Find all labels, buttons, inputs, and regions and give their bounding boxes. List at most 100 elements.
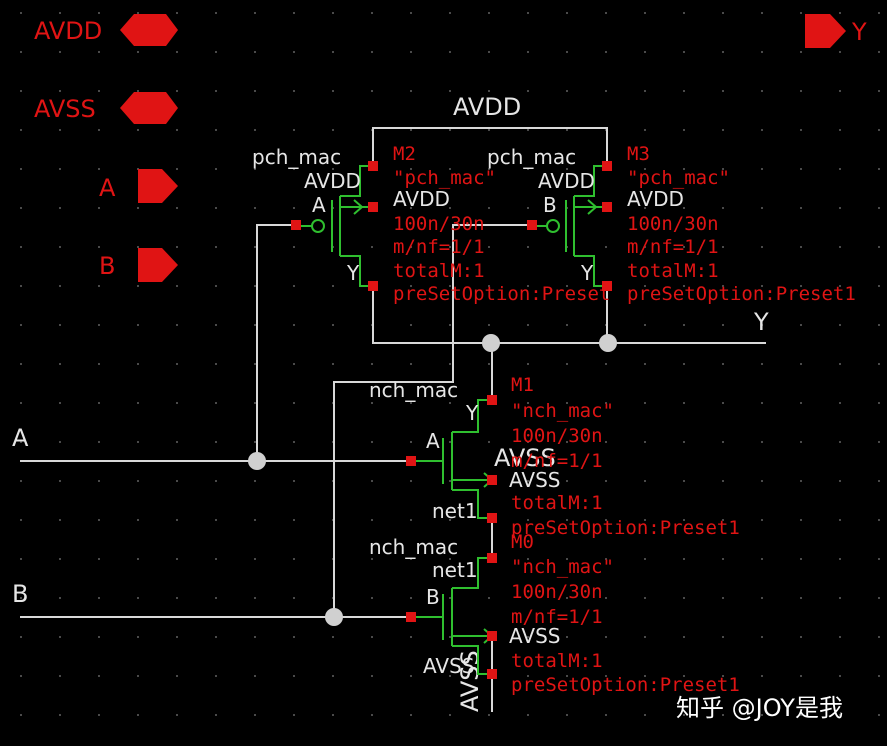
m3-drain-pin[interactable] [602, 281, 612, 291]
grid-dot [98, 324, 100, 326]
m3-bulk-pin[interactable] [602, 202, 612, 212]
grid-dot [176, 558, 178, 560]
grid-dot [878, 441, 880, 443]
grid-dot [644, 558, 646, 560]
device-m0[interactable]: nch_mac net1 B AVSS AVSS M0 "nch_mac" 10… [369, 531, 740, 696]
grid-dot [566, 597, 568, 599]
m0-source-pin[interactable] [487, 669, 497, 679]
m3-gate-pin[interactable] [527, 220, 537, 230]
m0-gate-pin[interactable] [406, 612, 416, 622]
junction-b[interactable] [325, 608, 343, 626]
wire-a-to-m2-gate[interactable] [256, 224, 296, 461]
m1-gate-pin[interactable] [406, 456, 416, 466]
grid-dot [20, 636, 22, 638]
grid-dot [839, 363, 841, 365]
m3-source-pin[interactable] [602, 161, 612, 171]
m0-drain-pin[interactable] [487, 553, 497, 563]
grid-dot [878, 51, 880, 53]
grid-dots [20, 12, 880, 716]
grid-dot [98, 285, 100, 287]
grid-dot [410, 246, 412, 248]
wire-avdd-rail[interactable] [372, 127, 608, 166]
grid-dot [410, 324, 412, 326]
grid-dot [410, 51, 412, 53]
m1-gate-label: A [426, 429, 440, 453]
grid-dot [293, 285, 295, 287]
net-label-avss-vertical: AVSS [456, 650, 484, 712]
grid-dot [722, 285, 724, 287]
junction-a[interactable] [248, 452, 266, 470]
grid-dot [137, 207, 139, 209]
grid-dot [761, 168, 763, 170]
grid-dot [839, 675, 841, 677]
m0-bulk-label: AVSS [509, 624, 560, 648]
grid-dot [761, 558, 763, 560]
grid-dot [332, 168, 334, 170]
m2-gate-pin[interactable] [291, 220, 301, 230]
grid-dot [566, 363, 568, 365]
junction-y-center[interactable] [482, 334, 500, 352]
m1-bulk-pin[interactable] [487, 475, 497, 485]
m0-bulk-pin[interactable] [487, 631, 497, 641]
grid-dot [215, 402, 217, 404]
grid-dot [215, 129, 217, 131]
grid-dot [215, 90, 217, 92]
m0-model: "nch_mac" [511, 556, 614, 578]
grid-dot [839, 51, 841, 53]
grid-dot [20, 402, 22, 404]
net-label-b: B [12, 580, 28, 608]
m2-source-pin[interactable] [368, 161, 378, 171]
grid-dot [98, 90, 100, 92]
grid-dot [98, 714, 100, 716]
grid-dot [878, 714, 880, 716]
pin-avdd[interactable]: AVDD [34, 14, 178, 46]
grid-dot [605, 519, 607, 521]
grid-dot [488, 90, 490, 92]
m0-total: totalM:1 [511, 650, 603, 672]
grid-dot [332, 324, 334, 326]
grid-dot [137, 441, 139, 443]
grid-dot [644, 90, 646, 92]
junction-y-right[interactable] [599, 334, 617, 352]
grid-dot [449, 480, 451, 482]
device-m3[interactable]: pch_mac AVDD AVDD B Y M3 "pch_mac" 100n/… [487, 143, 856, 305]
grid-dot [488, 714, 490, 716]
pin-a[interactable]: A [99, 169, 178, 203]
m1-drain-pin[interactable] [487, 395, 497, 405]
grid-dot [293, 714, 295, 716]
pin-b[interactable]: B [99, 248, 178, 282]
grid-dot [176, 246, 178, 248]
grid-dot [176, 714, 178, 716]
grid-dot [722, 714, 724, 716]
device-m1[interactable]: nch_mac Y A AVSS AVSS net1 M1 "nch_mac" … [369, 374, 740, 539]
grid-dot [59, 285, 61, 287]
grid-dot [410, 558, 412, 560]
wire-b-to-m3-gate[interactable] [333, 224, 532, 617]
grid-dot [137, 519, 139, 521]
grid-dot [371, 675, 373, 677]
grid-dot [878, 324, 880, 326]
grid-dot [566, 441, 568, 443]
grid-dot [254, 363, 256, 365]
grid-dot [254, 597, 256, 599]
m2-cell-label: pch_mac [252, 145, 341, 169]
grid-dot [332, 636, 334, 638]
grid-dot [722, 519, 724, 521]
grid-dot [20, 129, 22, 131]
pin-y[interactable]: Y [805, 14, 867, 48]
grid-dot [683, 168, 685, 170]
grid-dot [449, 324, 451, 326]
device-m2[interactable]: pch_mac AVDD AVDD A Y M2 "pch_mac" 100n/… [252, 143, 610, 305]
grid-dot [176, 129, 178, 131]
grid-dot [878, 363, 880, 365]
wire-y-net[interactable] [372, 286, 766, 344]
grid-dot [605, 402, 607, 404]
m1-source-pin[interactable] [487, 513, 497, 523]
pin-avss[interactable]: AVSS [34, 92, 178, 124]
m2-drain-pin[interactable] [368, 281, 378, 291]
grid-dot [605, 51, 607, 53]
m2-bulk-pin[interactable] [368, 202, 378, 212]
grid-dot [761, 51, 763, 53]
grid-dot [761, 597, 763, 599]
m0-name: M0 [511, 531, 534, 553]
